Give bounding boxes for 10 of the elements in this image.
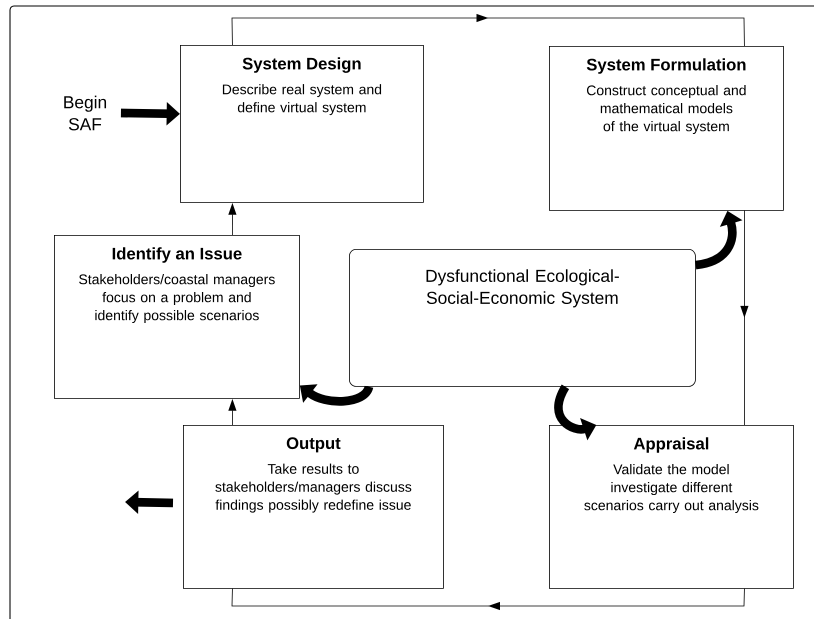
process-box: Output Take results to stakeholders/managers discuss findings possibly redefine issue [183,425,444,589]
process-box: System Design Describe real system and define virtual system [180,45,424,203]
system-box: Dysfunctional Ecological-Social-Economic System [349,249,696,387]
arrow [232,588,745,610]
start-label: Begin SAF [64,96,106,130]
process-box: System Formulation Construct conceptual and mathematical models of the virtual system [549,46,784,211]
process-box: Appraisal Validate the model investigate different scenarios carry out analysis [549,425,794,589]
arrow [740,210,749,426]
arrow [232,14,745,46]
process-box: Identify an Issue Stakeholders/coastal managers focus on a problem and identify possible scenarios [54,235,300,399]
